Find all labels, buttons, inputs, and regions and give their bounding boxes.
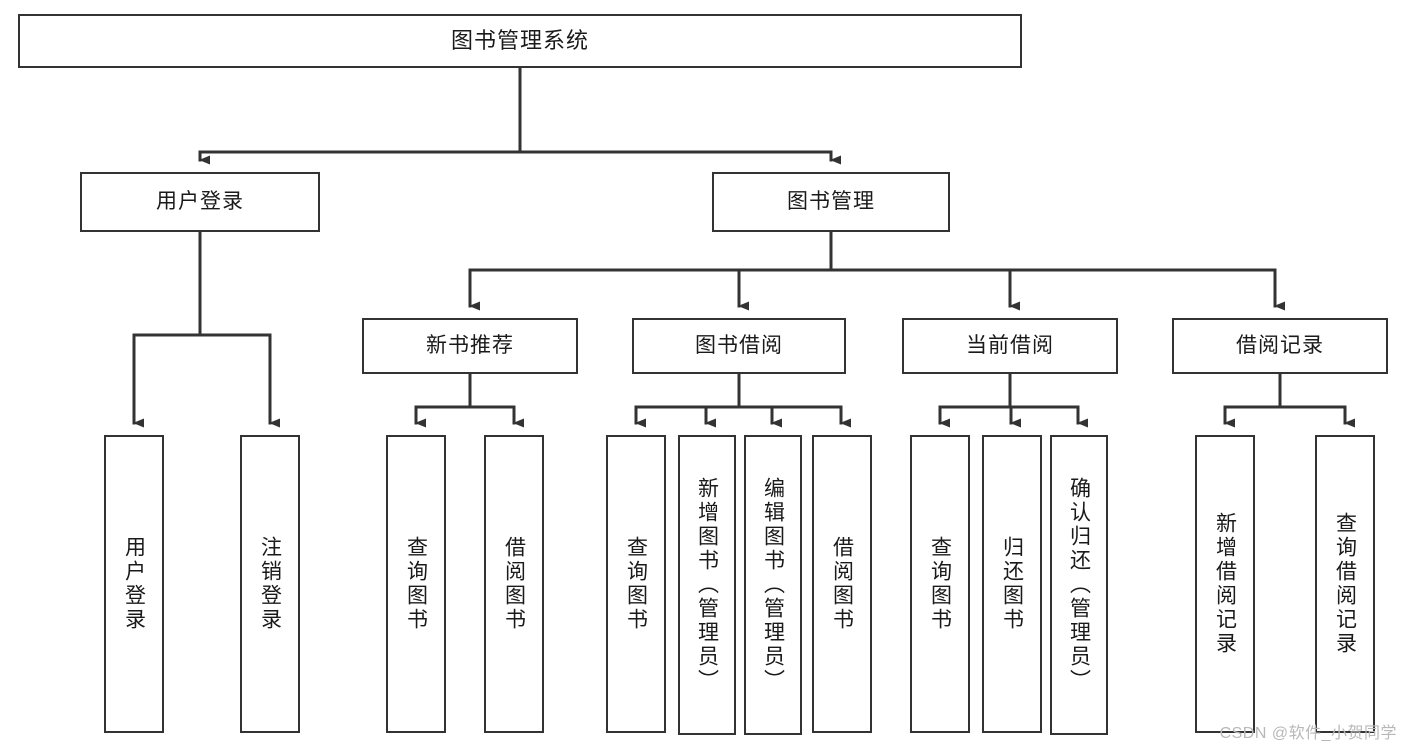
node-label: 查询图书 bbox=[624, 536, 648, 632]
node-book-borrow[interactable]: 图书借阅 bbox=[632, 318, 846, 374]
node-label: 注销登录 bbox=[258, 536, 282, 632]
node-label: 新增借阅记录 bbox=[1213, 512, 1237, 656]
node-new-book-recommend[interactable]: 新书推荐 bbox=[362, 318, 578, 374]
node-label: 用户登录 bbox=[156, 189, 244, 213]
node-label: 编辑图书（管理员） bbox=[761, 477, 785, 693]
node-label: 图书借阅 bbox=[695, 333, 783, 357]
node-book-manage[interactable]: 图书管理 bbox=[712, 172, 950, 232]
node-leaf-query-book-2[interactable]: 查询图书 bbox=[606, 435, 666, 733]
node-label: 查询图书 bbox=[928, 536, 952, 632]
node-leaf-edit-book-admin[interactable]: 编辑图书（管理员） bbox=[744, 435, 802, 735]
node-label: 借阅记录 bbox=[1236, 333, 1324, 357]
node-user-login[interactable]: 用户登录 bbox=[80, 172, 320, 232]
node-leaf-add-book-admin[interactable]: 新增图书（管理员） bbox=[678, 435, 736, 735]
node-current-borrow[interactable]: 当前借阅 bbox=[902, 318, 1118, 374]
node-leaf-add-borrow-record[interactable]: 新增借阅记录 bbox=[1195, 435, 1255, 733]
node-label: 新书推荐 bbox=[426, 333, 514, 357]
node-label: 归还图书 bbox=[1000, 536, 1024, 632]
node-leaf-query-book-3[interactable]: 查询图书 bbox=[910, 435, 970, 733]
node-label: 新增图书（管理员） bbox=[695, 477, 719, 693]
node-label: 借阅图书 bbox=[502, 536, 526, 632]
node-label: 借阅图书 bbox=[830, 536, 854, 632]
node-leaf-confirm-return-admin[interactable]: 确认归还（管理员） bbox=[1050, 435, 1108, 735]
node-leaf-borrow-book-2[interactable]: 借阅图书 bbox=[812, 435, 872, 733]
node-label: 查询图书 bbox=[404, 536, 428, 632]
node-leaf-return-book[interactable]: 归还图书 bbox=[982, 435, 1042, 733]
node-label: 图书管理系统 bbox=[450, 28, 589, 54]
node-leaf-query-book-1[interactable]: 查询图书 bbox=[386, 435, 446, 733]
csdn-watermark: CSDN @软件_小贺同学 bbox=[1219, 725, 1397, 742]
node-root-system[interactable]: 图书管理系统 bbox=[18, 14, 1022, 68]
node-label: 用户登录 bbox=[122, 536, 146, 632]
node-label: 图书管理 bbox=[787, 189, 875, 213]
node-borrow-record[interactable]: 借阅记录 bbox=[1172, 318, 1388, 374]
node-label: 确认归还（管理员） bbox=[1067, 477, 1091, 693]
node-leaf-borrow-book-1[interactable]: 借阅图书 bbox=[484, 435, 544, 733]
node-label: 当前借阅 bbox=[966, 333, 1054, 357]
node-leaf-query-borrow-record[interactable]: 查询借阅记录 bbox=[1315, 435, 1375, 733]
node-leaf-user-logout[interactable]: 注销登录 bbox=[240, 435, 300, 733]
node-label: 查询借阅记录 bbox=[1333, 512, 1357, 656]
node-leaf-user-login[interactable]: 用户登录 bbox=[104, 435, 164, 733]
